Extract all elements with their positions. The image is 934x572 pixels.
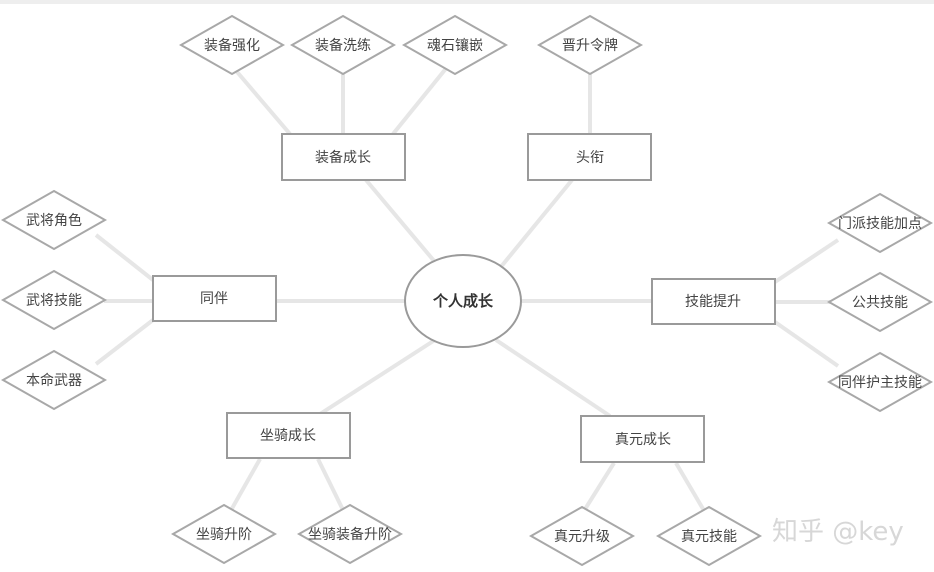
leaf-label: 真元技能: [681, 529, 737, 545]
center-ellipse: [404, 254, 522, 348]
leaf-equip-strengthen: 装备强化: [178, 14, 286, 76]
center-label: 个人成长: [432, 292, 494, 310]
leaf-mount-rank: 坐骑升阶: [170, 503, 278, 565]
leaf-diamond: [289, 14, 397, 76]
leaf-label: 坐骑升阶: [196, 527, 252, 543]
leaf-diamond: [528, 505, 636, 567]
leaf-diamond: [826, 271, 934, 333]
connector-lines: [94, 64, 840, 516]
leaf-label: 装备洗练: [315, 37, 371, 54]
branch-title: 头衔: [527, 133, 652, 181]
edge-partner-weapon: [94, 318, 155, 366]
branch-box: [226, 412, 351, 459]
edge-zhenyuan-skill: [674, 461, 708, 516]
leaf-skill-faction: 门派技能加点: [826, 192, 934, 254]
leaf-label: 真元升级: [554, 529, 610, 545]
leaf-diamond: [655, 505, 763, 567]
branch-box: [281, 133, 406, 181]
branch-label: 坐骑成长: [260, 428, 316, 444]
leaf-partner-weapon: 本命武器: [0, 349, 108, 411]
leaf-diamond: [296, 503, 404, 565]
branch-label: 装备成长: [315, 149, 371, 166]
leaf-diamond: [178, 14, 286, 76]
leaf-diamond: [170, 503, 278, 565]
edge-center-equip: [364, 178, 442, 270]
edge-center-mount: [318, 336, 440, 416]
leaf-label: 装备强化: [204, 37, 260, 54]
leaf-diamond: [826, 351, 934, 413]
branch-box: [651, 278, 776, 325]
leaf-label: 武将技能: [26, 293, 82, 309]
branch-label: 技能提升: [685, 294, 741, 310]
branch-label: 真元成长: [615, 432, 671, 448]
leaf-diamond: [536, 14, 644, 76]
leaf-label: 门派技能加点: [838, 216, 922, 232]
edge-equip-strengthen: [230, 64, 292, 136]
top-border: [0, 0, 934, 4]
leaf-equip-refine: 装备洗练: [289, 14, 397, 76]
leaf-label: 晋升令牌: [562, 37, 618, 54]
branch-label: 头衔: [576, 150, 604, 166]
leaf-label: 公共技能: [852, 295, 908, 311]
leaf-diamond: [0, 189, 108, 251]
edge-zhenyuan-level: [580, 461, 616, 516]
edge-center-zhenyuan: [494, 338, 612, 418]
leaf-equip-inlay: 魂石镶嵌: [401, 14, 509, 76]
branch-box: [527, 133, 652, 181]
leaf-label: 本命武器: [26, 372, 82, 389]
branch-zhenyuan: 真元成长: [580, 415, 705, 463]
leaf-diamond: [0, 349, 108, 411]
leaf-label: 同伴护主技能: [838, 375, 922, 391]
leaf-zhenyuan-skill: 真元技能: [655, 505, 763, 567]
edge-mount-rank: [228, 458, 262, 513]
branch-skill: 技能提升: [651, 278, 776, 325]
edge-partner-role: [94, 233, 155, 282]
leaf-mount-equip: 坐骑装备升阶: [296, 503, 404, 565]
leaf-label: 武将角色: [26, 212, 82, 229]
branch-equip: 装备成长: [281, 133, 406, 181]
edge-skill-partner: [773, 320, 840, 368]
edge-skill-faction: [773, 238, 840, 284]
branch-label: 同伴: [200, 291, 228, 307]
edge-equip-inlay: [391, 64, 450, 136]
branch-partner: 同伴: [152, 275, 277, 322]
branch-mount: 坐骑成长: [226, 412, 351, 459]
edge-center-title: [498, 178, 574, 270]
leaf-partner-skill: 武将技能: [0, 269, 108, 331]
leaf-label: 魂石镶嵌: [427, 37, 483, 54]
watermark: 知乎 @key: [772, 517, 904, 547]
edge-mount-equip: [316, 458, 346, 513]
leaf-diamond: [0, 269, 108, 331]
leaf-zhenyuan-level: 真元升级: [528, 505, 636, 567]
branch-box: [580, 415, 705, 463]
leaf-diamond: [826, 192, 934, 254]
leaf-partner-role: 武将角色: [0, 189, 108, 251]
leaf-label: 坐骑装备升阶: [308, 526, 392, 543]
leaf-diamond: [401, 14, 509, 76]
center-node: 个人成长: [404, 254, 522, 348]
leaf-skill-partner: 同伴护主技能: [826, 351, 934, 413]
leaf-skill-public: 公共技能: [826, 271, 934, 333]
branch-box: [152, 275, 277, 322]
leaf-title-promote: 晋升令牌: [536, 14, 644, 76]
